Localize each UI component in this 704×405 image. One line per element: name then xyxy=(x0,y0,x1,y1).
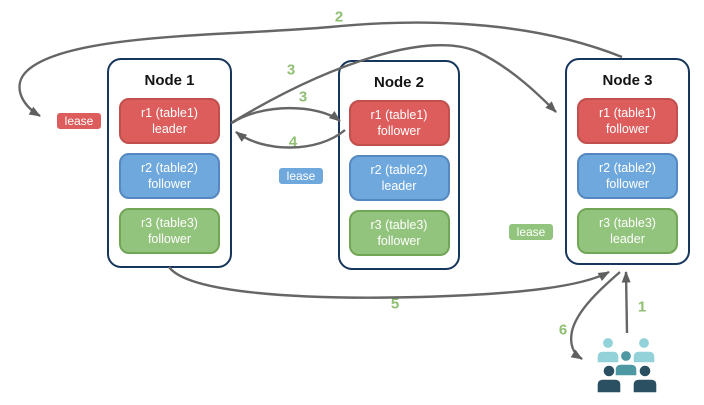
replica-name: r2 (table2) xyxy=(599,160,656,175)
node-2-replica-r2: r2 (table2) leader xyxy=(348,155,450,201)
replica-role: leader xyxy=(610,232,645,246)
arrow-label-4: 4 xyxy=(288,133,298,151)
lease-badge-red: lease xyxy=(55,111,103,131)
users-group-icon xyxy=(596,336,658,394)
node-1-title: Node 1 xyxy=(144,72,195,89)
replica-name: r3 (table3) xyxy=(370,217,428,232)
node-1-replica-r3: r3 (table3) follower xyxy=(119,208,220,254)
node-2-replica-r1: r1 (table1) follower xyxy=(348,100,450,146)
arrow-label-6: 6 xyxy=(558,321,568,339)
arrow-label-3b: 3 xyxy=(298,88,308,106)
node-2-title: Node 2 xyxy=(373,74,424,91)
node-2: Node 2 r1 (table1) follower r2 (table2) … xyxy=(338,60,460,270)
replica-name: r1 (table1) xyxy=(370,107,428,122)
node-2-replica-r3: r3 (table3) follower xyxy=(348,210,450,256)
node-3-replica-r3: r3 (table3) leader xyxy=(577,208,678,254)
replica-name: r1 (table1) xyxy=(599,105,656,120)
replica-role: follower xyxy=(377,124,421,138)
replica-role: leader xyxy=(152,122,187,136)
replica-role: follower xyxy=(147,232,192,246)
replica-name: r1 (table1) xyxy=(141,105,198,120)
arrow-label-3a: 3 xyxy=(286,61,296,79)
replica-name: r2 (table2) xyxy=(141,160,198,175)
replica-name: r3 (table3) xyxy=(599,215,656,230)
node-1-replica-r1: r1 (table1) leader xyxy=(119,98,220,144)
arrow-6-node3-to-users xyxy=(569,271,621,361)
arrow-1-users-to-node3 xyxy=(621,271,631,334)
arrow-label-5: 5 xyxy=(390,295,400,313)
replica-role: follower xyxy=(605,177,650,191)
replica-role: leader xyxy=(381,179,417,193)
replica-role: follower xyxy=(377,234,421,248)
replica-name: r2 (table2) xyxy=(370,162,428,177)
arrow-5-node1-to-node3 xyxy=(168,266,610,299)
node-1-replica-r2: r2 (table2) follower xyxy=(119,153,220,199)
arrow-label-1: 1 xyxy=(637,298,647,316)
node-3-replica-r1: r1 (table1) follower xyxy=(577,98,678,144)
node-3-title: Node 3 xyxy=(602,72,653,89)
replica-role: follower xyxy=(605,122,650,136)
arrow-label-2: 2 xyxy=(334,8,344,26)
lease-badge-blue: lease xyxy=(277,166,325,186)
replica-role: follower xyxy=(147,177,192,191)
lease-badge-green: lease xyxy=(507,222,555,242)
node-3: Node 3 r1 (table1) follower r2 (table2) … xyxy=(565,58,690,265)
replica-name: r3 (table3) xyxy=(141,215,198,230)
node-3-replica-r2: r2 (table2) follower xyxy=(577,153,678,199)
node-1: Node 1 r1 (table1) leader r2 (table2) fo… xyxy=(107,58,232,268)
arrow-3-node1-to-node2 xyxy=(231,107,341,124)
